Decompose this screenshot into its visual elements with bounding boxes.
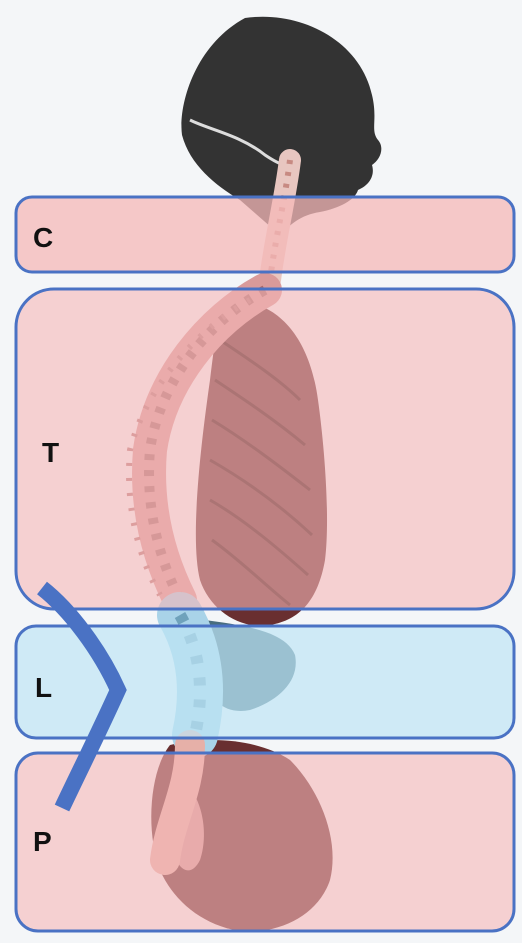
region-label-lumbar: L <box>35 672 52 704</box>
region-label-cervical: C <box>33 222 53 254</box>
region-frame-thoracic <box>16 289 514 609</box>
region-label-thoracic: T <box>42 437 59 469</box>
region-frame-pelvic <box>16 753 514 931</box>
region-frame-cervical <box>16 197 514 272</box>
region-label-pelvic: P <box>33 826 52 858</box>
